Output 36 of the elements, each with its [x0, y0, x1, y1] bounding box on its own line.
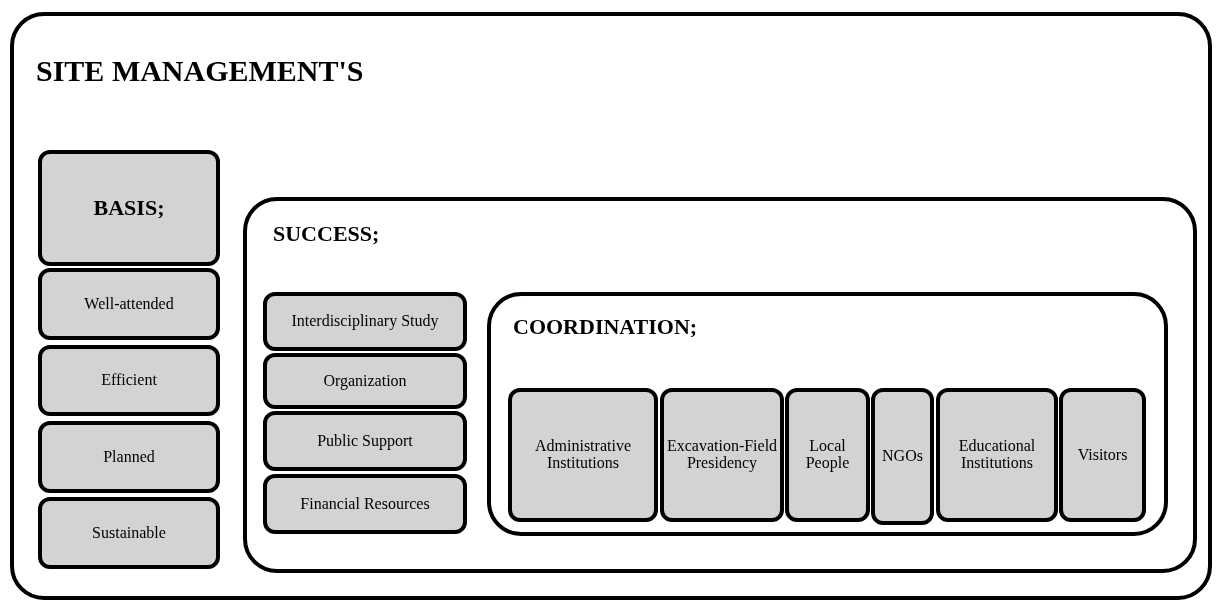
item-box	[38, 150, 220, 266]
group-panel	[243, 197, 1197, 573]
item-label: Educational Institutions	[957, 438, 1037, 472]
item-label: NGOs	[881, 448, 924, 465]
item-box	[1059, 388, 1146, 522]
group-panel	[487, 292, 1168, 536]
item-box	[936, 388, 1058, 522]
item-label: Financial Resources	[299, 495, 431, 513]
group-heading: BASIS;	[92, 196, 166, 220]
group-heading: SITE MANAGEMENT'S	[36, 54, 364, 88]
item-label: Organization	[322, 372, 408, 390]
item-label: Efficient	[100, 372, 158, 389]
item-label: Visitors	[1076, 446, 1129, 464]
item-label: Planned	[102, 448, 156, 466]
item-box	[38, 268, 220, 340]
item-label: Public Support	[316, 432, 414, 450]
item-box	[263, 474, 467, 534]
item-box	[38, 497, 220, 569]
group-heading: SUCCESS;	[273, 221, 380, 247]
item-box	[871, 388, 934, 525]
item-box	[38, 421, 220, 493]
item-label: Sustainable	[91, 524, 167, 542]
item-label: Interdisciplinary Study	[290, 313, 440, 330]
item-label: Well-attended	[83, 295, 175, 313]
item-label: Excavation-Field Presidency	[665, 438, 779, 472]
item-box	[508, 388, 658, 522]
item-box	[785, 388, 870, 522]
item-box	[263, 353, 467, 409]
group-panel	[10, 12, 1212, 600]
group-heading: COORDINATION;	[513, 314, 698, 340]
item-box	[38, 345, 220, 416]
item-box	[263, 411, 467, 471]
item-label: Administrative Institutions	[534, 438, 632, 472]
item-label: Local People	[804, 438, 851, 472]
item-box	[660, 388, 784, 522]
item-box	[263, 292, 467, 351]
